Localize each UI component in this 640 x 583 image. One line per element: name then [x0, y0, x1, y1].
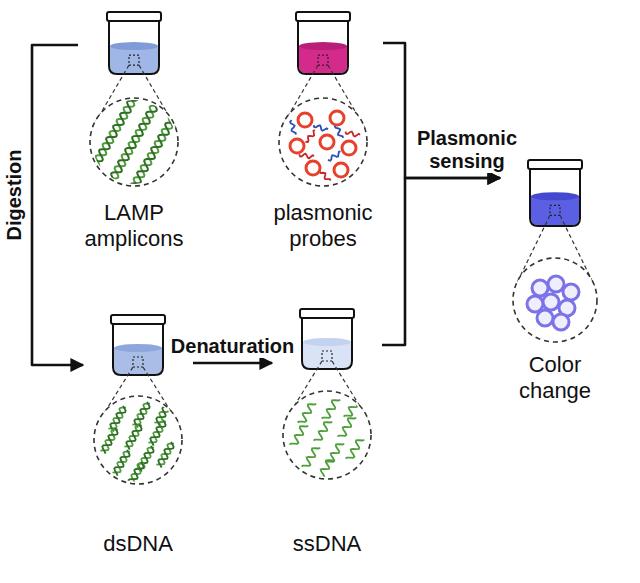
ssdna-strand: [316, 460, 335, 479]
sample-label: LAMP amplicons: [78, 200, 190, 253]
sample-label: Color change: [500, 352, 610, 405]
zoom-content: [290, 111, 360, 181]
gold-nanoparticle: [330, 111, 344, 125]
vial-illustration: [78, 8, 190, 200]
vial-body: [302, 317, 352, 369]
sample-vial: plasmonic probes: [263, 8, 383, 257]
dna-strand: [126, 424, 141, 450]
dna-strand: [156, 400, 171, 426]
probe-strand: [335, 125, 343, 138]
sample-label: ssDNA: [272, 531, 382, 557]
zoom-circle: [279, 98, 367, 186]
probe-strand: [305, 130, 314, 142]
dna-strand: [134, 402, 149, 428]
aggregated-nanoparticle: [532, 280, 548, 296]
probe-strand: [320, 170, 331, 181]
vial-rim: [111, 315, 165, 324]
aggregated-nanoparticle: [553, 314, 569, 330]
step-label: Denaturation: [169, 335, 296, 358]
gold-nanoparticle: [342, 141, 356, 155]
zoom-region: [322, 351, 332, 361]
dna-strand: [102, 428, 117, 454]
zoom-content: [100, 400, 174, 488]
dna-strand: [128, 462, 143, 488]
zoom-region: [318, 55, 328, 65]
liquid-surface: [110, 42, 158, 50]
zoom-circle: [283, 391, 371, 479]
gold-nanoparticle: [334, 163, 348, 177]
zoom-region: [133, 357, 143, 367]
ssdna-strand: [290, 426, 309, 445]
vial-body: [530, 168, 580, 226]
gold-nanoparticle: [320, 135, 334, 149]
sample-vial: LAMP amplicons: [78, 8, 190, 257]
ssdna-strand: [344, 398, 363, 417]
step-label: Plasmonic sensing: [411, 127, 523, 173]
zoom-region: [550, 205, 560, 215]
gold-nanoparticle: [290, 139, 304, 153]
vial-liquid: [110, 46, 158, 73]
liquid-surface: [531, 192, 579, 200]
vial-body: [109, 20, 159, 74]
ssdna-strand: [298, 404, 317, 423]
aggregated-nanoparticle: [543, 294, 559, 310]
ssdna-strand: [322, 400, 341, 419]
vial-rim: [107, 12, 161, 21]
zoom-region: [129, 55, 139, 65]
vial-liquid: [531, 196, 579, 225]
vial-rim: [528, 160, 582, 169]
vial-illustration: [263, 8, 383, 200]
aggregated-nanoparticle: [548, 276, 564, 292]
zoom-content: [85, 83, 183, 202]
process-arrow: [32, 45, 83, 365]
sample-label: plasmonic probes: [263, 200, 383, 253]
gold-nanoparticle: [298, 113, 312, 127]
liquid-surface: [114, 344, 162, 352]
probe-strand: [345, 132, 360, 137]
zoom-circle: [513, 258, 597, 342]
ssdna-strand: [314, 422, 333, 441]
dna-strand: [114, 450, 129, 476]
sample-vial: Color change: [500, 150, 610, 409]
dna-strand: [138, 446, 153, 472]
dna-strand: [123, 107, 183, 200]
vial-rim: [296, 12, 350, 21]
sample-label: dsDNA: [83, 531, 193, 557]
ssdna-strand: [338, 418, 357, 437]
zoom-content: [527, 276, 579, 330]
step-label: Digestion: [3, 147, 26, 242]
probe-strand: [299, 154, 314, 159]
probe-strand: [314, 125, 328, 131]
zoom-content: [290, 398, 365, 479]
process-arrow: [382, 178, 500, 345]
vial-rim: [300, 309, 354, 318]
ssdna-strand: [302, 448, 321, 467]
dna-strand: [110, 406, 125, 432]
aggregated-nanoparticle: [563, 284, 579, 300]
liquid-surface: [303, 338, 351, 346]
gold-nanoparticle: [306, 161, 320, 175]
ssdna-strand: [346, 440, 365, 459]
aggregated-nanoparticle: [537, 310, 553, 326]
process-arrow: [193, 362, 272, 365]
liquid-surface: [299, 42, 347, 50]
dna-strand: [158, 442, 173, 468]
vial-body: [113, 323, 163, 375]
probe-strand: [290, 120, 296, 135]
vial-body: [298, 20, 348, 74]
probe-strand: [328, 151, 340, 160]
vial-illustration: [500, 150, 610, 352]
vial-liquid: [299, 46, 347, 73]
zoom-circle: [94, 396, 182, 484]
